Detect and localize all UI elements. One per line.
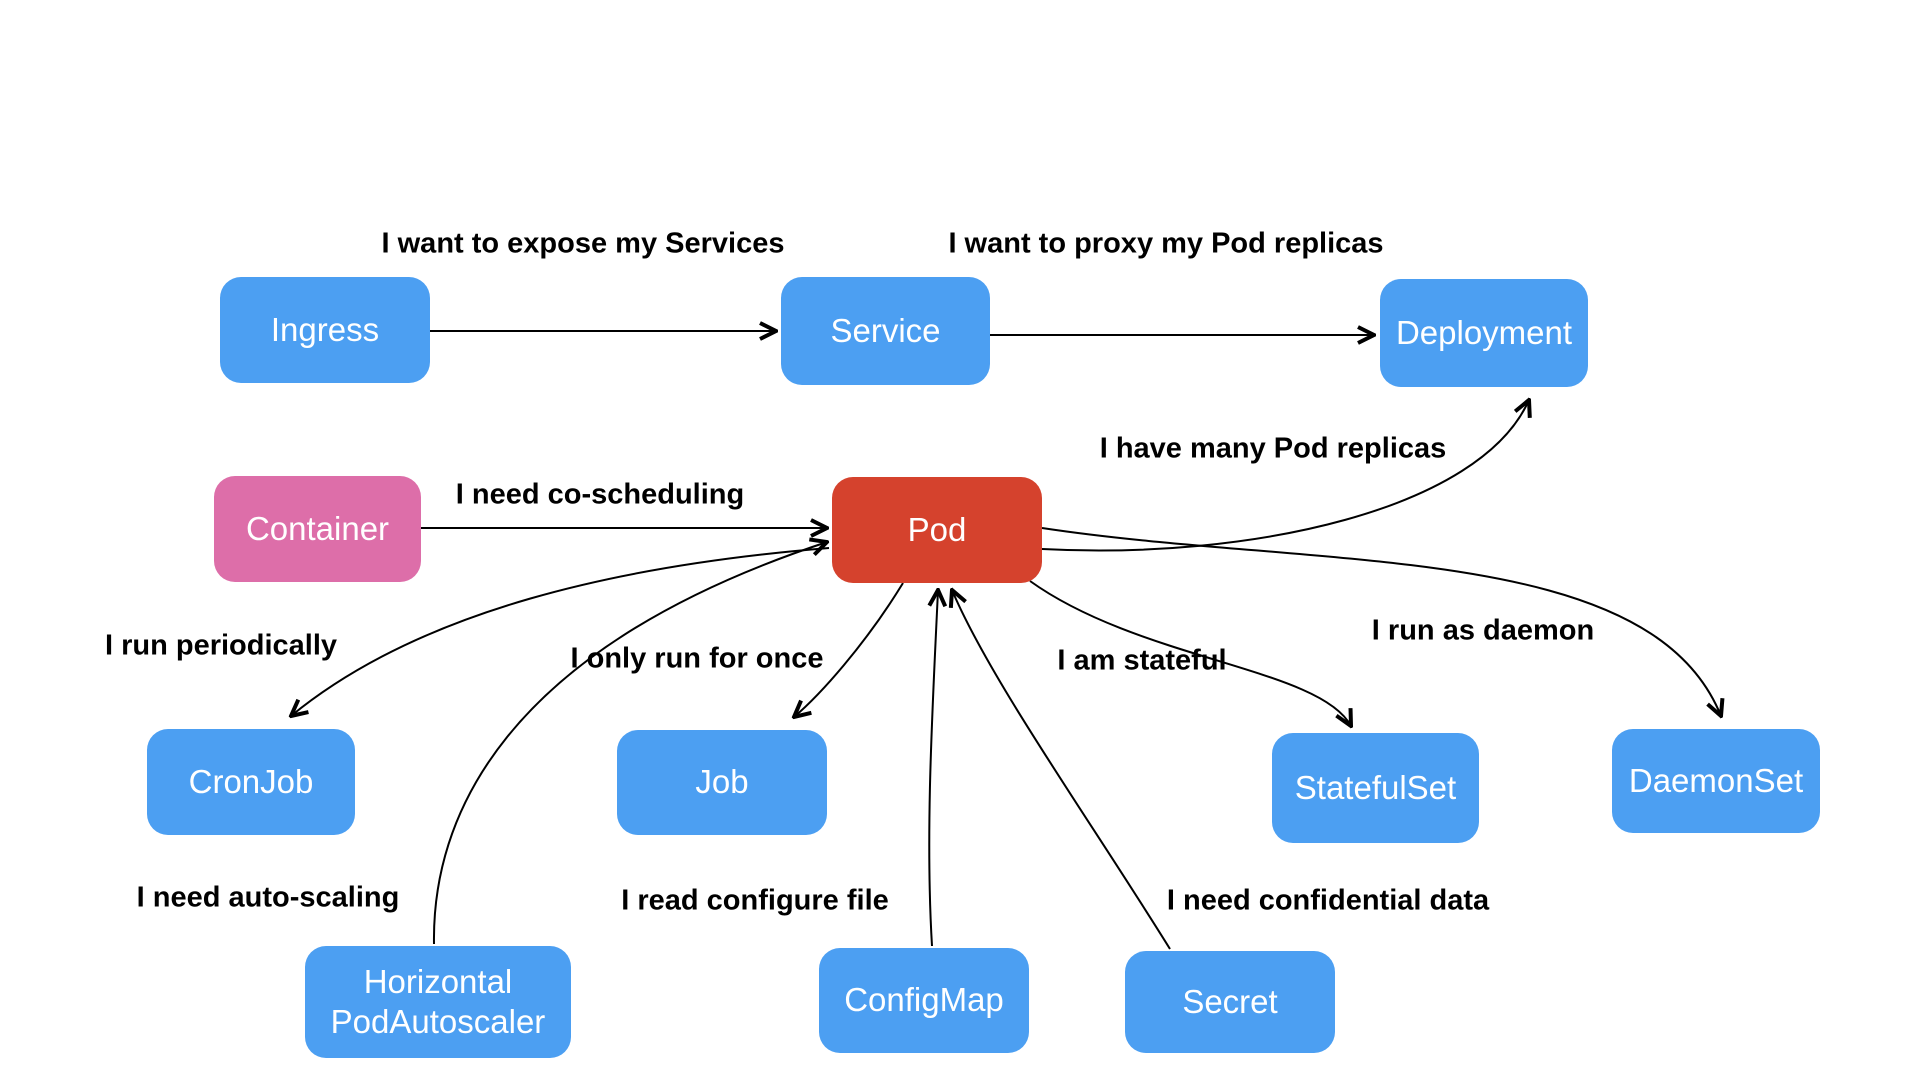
edge-label-proxy-pod-replicas: I want to proxy my Pod replicas <box>948 227 1384 260</box>
edge-label-many-pod-replicas: I have many Pod replicas <box>1099 432 1447 465</box>
node-cronjob: CronJob <box>147 729 355 835</box>
node-pod: Pod <box>832 477 1042 583</box>
edge-label-read-configure-file: I read configure file <box>621 884 889 917</box>
edge-label-run-periodically: I run periodically <box>104 629 338 662</box>
node-service: Service <box>781 277 990 385</box>
edge-label-co-scheduling: I need co-scheduling <box>455 478 745 511</box>
node-horizontalpodautoscaler: Horizontal PodAutoscaler <box>305 946 571 1058</box>
node-configmap: ConfigMap <box>819 948 1029 1053</box>
edge-label-expose-services: I want to expose my Services <box>381 227 785 260</box>
node-ingress: Ingress <box>220 277 430 383</box>
edge-pod-to-deployment-arrow <box>1041 400 1529 552</box>
edge-label-confidential-data: I need confidential data <box>1166 884 1490 917</box>
node-job: Job <box>617 730 827 835</box>
edge-configmap-to-pod-arrow <box>929 590 938 947</box>
edge-label-run-as-daemon: I run as daemon <box>1371 614 1595 647</box>
node-secret: Secret <box>1125 951 1335 1053</box>
edge-label-run-for-once: I only run for once <box>570 642 824 675</box>
node-statefulset: StatefulSet <box>1272 733 1479 843</box>
node-deployment: Deployment <box>1380 279 1588 387</box>
node-container: Container <box>214 476 421 582</box>
edge-label-stateful: I am stateful <box>1057 644 1227 677</box>
node-daemonset: DaemonSet <box>1612 729 1820 833</box>
edge-label-auto-scaling: I need auto-scaling <box>136 881 400 914</box>
